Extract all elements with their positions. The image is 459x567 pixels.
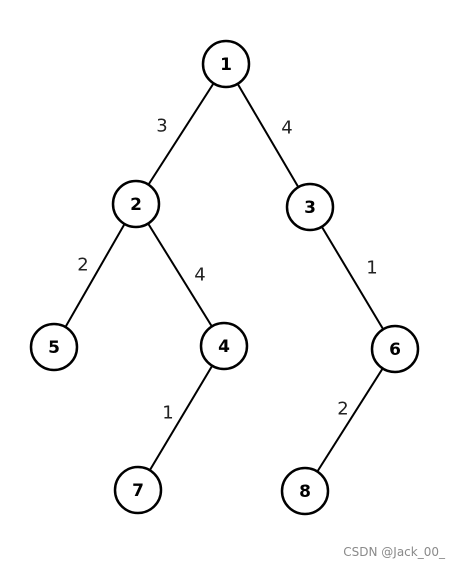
- node-circle: [201, 39, 251, 89]
- node-circle: [113, 465, 163, 515]
- node-label: 6: [389, 340, 401, 360]
- node-circle: [199, 321, 249, 371]
- node-label: 1: [220, 55, 232, 75]
- edge-weight-n2-n4: 4: [194, 265, 205, 286]
- tree-node-8: 8: [280, 466, 330, 516]
- tree-node-4: 4: [199, 321, 249, 371]
- edge-n4-n7: [137, 345, 225, 491]
- edge-weight-n3-n6: 1: [366, 258, 377, 279]
- watermark-text: CSDN @Jack_00_: [343, 545, 445, 559]
- node-label: 7: [132, 481, 144, 501]
- tree-node-2: 2: [111, 179, 161, 229]
- edge-n6-n8: [304, 348, 396, 492]
- node-label: 8: [299, 482, 311, 502]
- edge-weight-n6-n8: 2: [337, 399, 348, 420]
- edge-weight-n1-n2: 3: [156, 116, 167, 137]
- node-label: 2: [130, 195, 142, 215]
- tree-node-6: 6: [370, 324, 420, 374]
- node-circle: [280, 466, 330, 516]
- edge-n3-n6: [309, 206, 396, 350]
- node-label: 3: [304, 198, 316, 218]
- edge-weight-n2-n5: 2: [77, 255, 88, 276]
- node-label: 4: [218, 337, 230, 357]
- tree-node-7: 7: [113, 465, 163, 515]
- node-label: 5: [48, 338, 60, 358]
- tree-node-5: 5: [29, 322, 79, 372]
- tree-node-3: 3: [285, 182, 335, 232]
- weights-layer: 3 4 2 4 1 1 2: [77, 116, 377, 424]
- node-circle: [370, 324, 420, 374]
- nodes-layer: 1 2 3 4 5 6 7 8: [29, 39, 420, 516]
- node-circle: [111, 179, 161, 229]
- edge-n2-n5: [53, 203, 137, 348]
- edge-n1-n2: [135, 63, 227, 205]
- edge-weight-n1-n3: 4: [281, 118, 292, 139]
- tree-node-1: 1: [201, 39, 251, 89]
- edge-weight-n4-n7: 1: [162, 403, 173, 424]
- edges-layer: [53, 63, 396, 492]
- node-circle: [285, 182, 335, 232]
- edge-n1-n3: [225, 63, 311, 208]
- node-circle: [29, 322, 79, 372]
- edge-n2-n4: [135, 203, 225, 347]
